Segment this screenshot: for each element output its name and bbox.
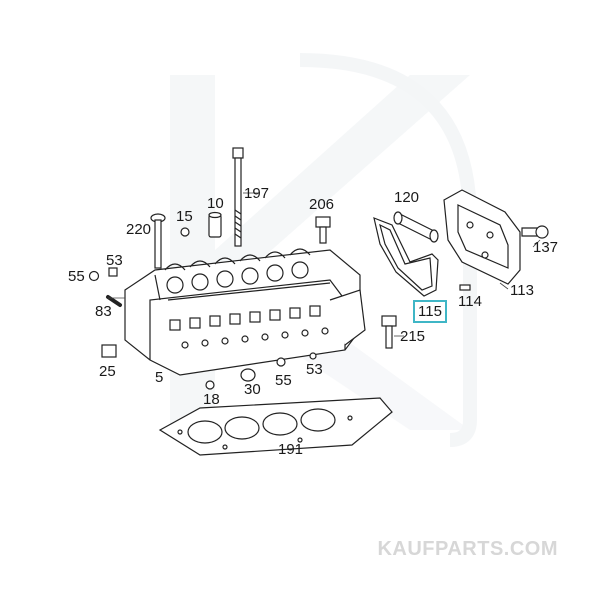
callout-113: 113 bbox=[510, 282, 534, 299]
callout-53: 53 bbox=[106, 252, 123, 269]
seal-30[interactable] bbox=[240, 368, 256, 382]
callout-137: 137 bbox=[533, 239, 559, 256]
callout-83: 83 bbox=[95, 303, 112, 320]
callout-191: 191 bbox=[278, 441, 304, 458]
plug-53[interactable] bbox=[108, 267, 118, 277]
bolt-206[interactable] bbox=[315, 216, 331, 244]
callout-30: 30 bbox=[244, 381, 261, 398]
tube-120[interactable] bbox=[393, 211, 439, 243]
plug-55-lower[interactable] bbox=[276, 357, 286, 367]
cylinder-head[interactable] bbox=[124, 248, 366, 376]
callout-53-lower: 53 bbox=[306, 361, 323, 378]
bolt-215[interactable] bbox=[381, 315, 397, 349]
callout-55-lower: 55 bbox=[275, 372, 292, 389]
callout-114: 114 bbox=[458, 293, 482, 310]
callout-5: 5 bbox=[155, 369, 164, 386]
callout-25: 25 bbox=[99, 363, 116, 380]
plug-53-lower[interactable] bbox=[309, 352, 317, 360]
callout-215: 215 bbox=[400, 328, 426, 345]
sleeve-10[interactable] bbox=[208, 211, 222, 238]
leader-lines bbox=[108, 192, 541, 337]
callout-55: 55 bbox=[68, 268, 85, 285]
callout-220: 220 bbox=[126, 221, 152, 238]
plug-25[interactable] bbox=[101, 344, 117, 358]
ring-18[interactable] bbox=[205, 380, 215, 390]
callout-115-highlighted[interactable]: 115 bbox=[413, 300, 447, 323]
bolt-137[interactable] bbox=[521, 225, 549, 239]
gasket-115[interactable] bbox=[373, 217, 439, 297]
pin-114[interactable] bbox=[459, 284, 471, 291]
callout-197: 197 bbox=[244, 185, 270, 202]
bolt-220[interactable] bbox=[150, 213, 166, 269]
callout-10: 10 bbox=[207, 195, 224, 212]
callout-206: 206 bbox=[309, 196, 335, 213]
head-gasket-191[interactable] bbox=[158, 397, 393, 456]
callout-120: 120 bbox=[394, 189, 420, 206]
cover-113[interactable] bbox=[443, 189, 521, 285]
watermark-text: KAUFPARTS.COM bbox=[377, 538, 558, 560]
ring-15[interactable] bbox=[180, 227, 190, 237]
callout-15: 15 bbox=[176, 208, 193, 225]
callout-18: 18 bbox=[203, 391, 220, 408]
seal-55[interactable] bbox=[88, 270, 100, 282]
background-logo-watermark bbox=[170, 53, 477, 447]
bolt-197[interactable] bbox=[232, 147, 244, 247]
